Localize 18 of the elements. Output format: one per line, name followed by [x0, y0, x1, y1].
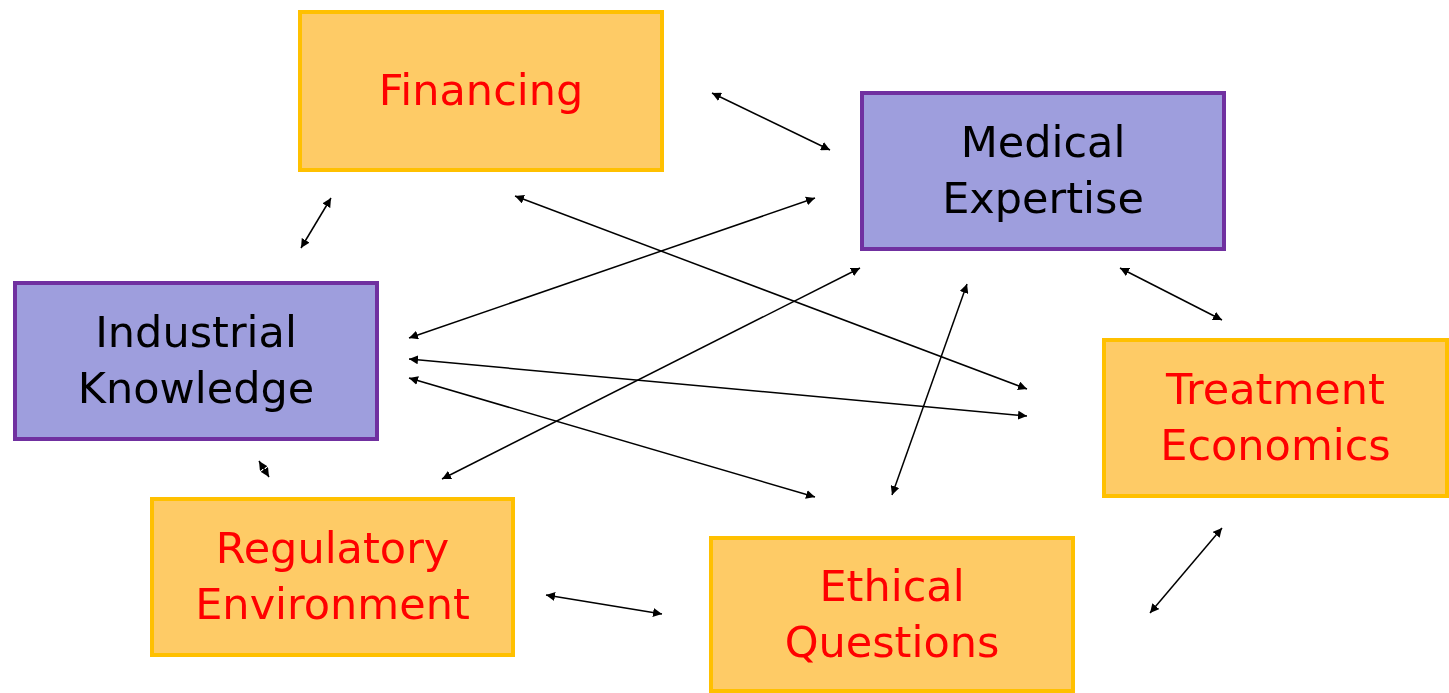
double-arrow [408, 196, 816, 340]
double-arrow [258, 460, 270, 478]
double-arrow [514, 194, 1028, 391]
concept-box: Medical Expertise [860, 91, 1226, 251]
concept-box: Ethical Questions [709, 536, 1075, 693]
double-arrow [545, 592, 663, 617]
double-arrow [890, 283, 969, 496]
double-arrow [1119, 267, 1223, 321]
double-arrow [441, 267, 861, 480]
concept-box: Financing [298, 10, 664, 172]
concept-box: Industrial Knowledge [13, 281, 379, 441]
concept-box: Treatment Economics [1102, 338, 1449, 498]
double-arrow [408, 355, 1028, 420]
concept-box: Regulatory Environment [150, 497, 515, 657]
double-arrow [300, 197, 332, 249]
double-arrow [711, 92, 831, 151]
double-arrow [408, 376, 816, 499]
double-arrow [1149, 527, 1223, 614]
